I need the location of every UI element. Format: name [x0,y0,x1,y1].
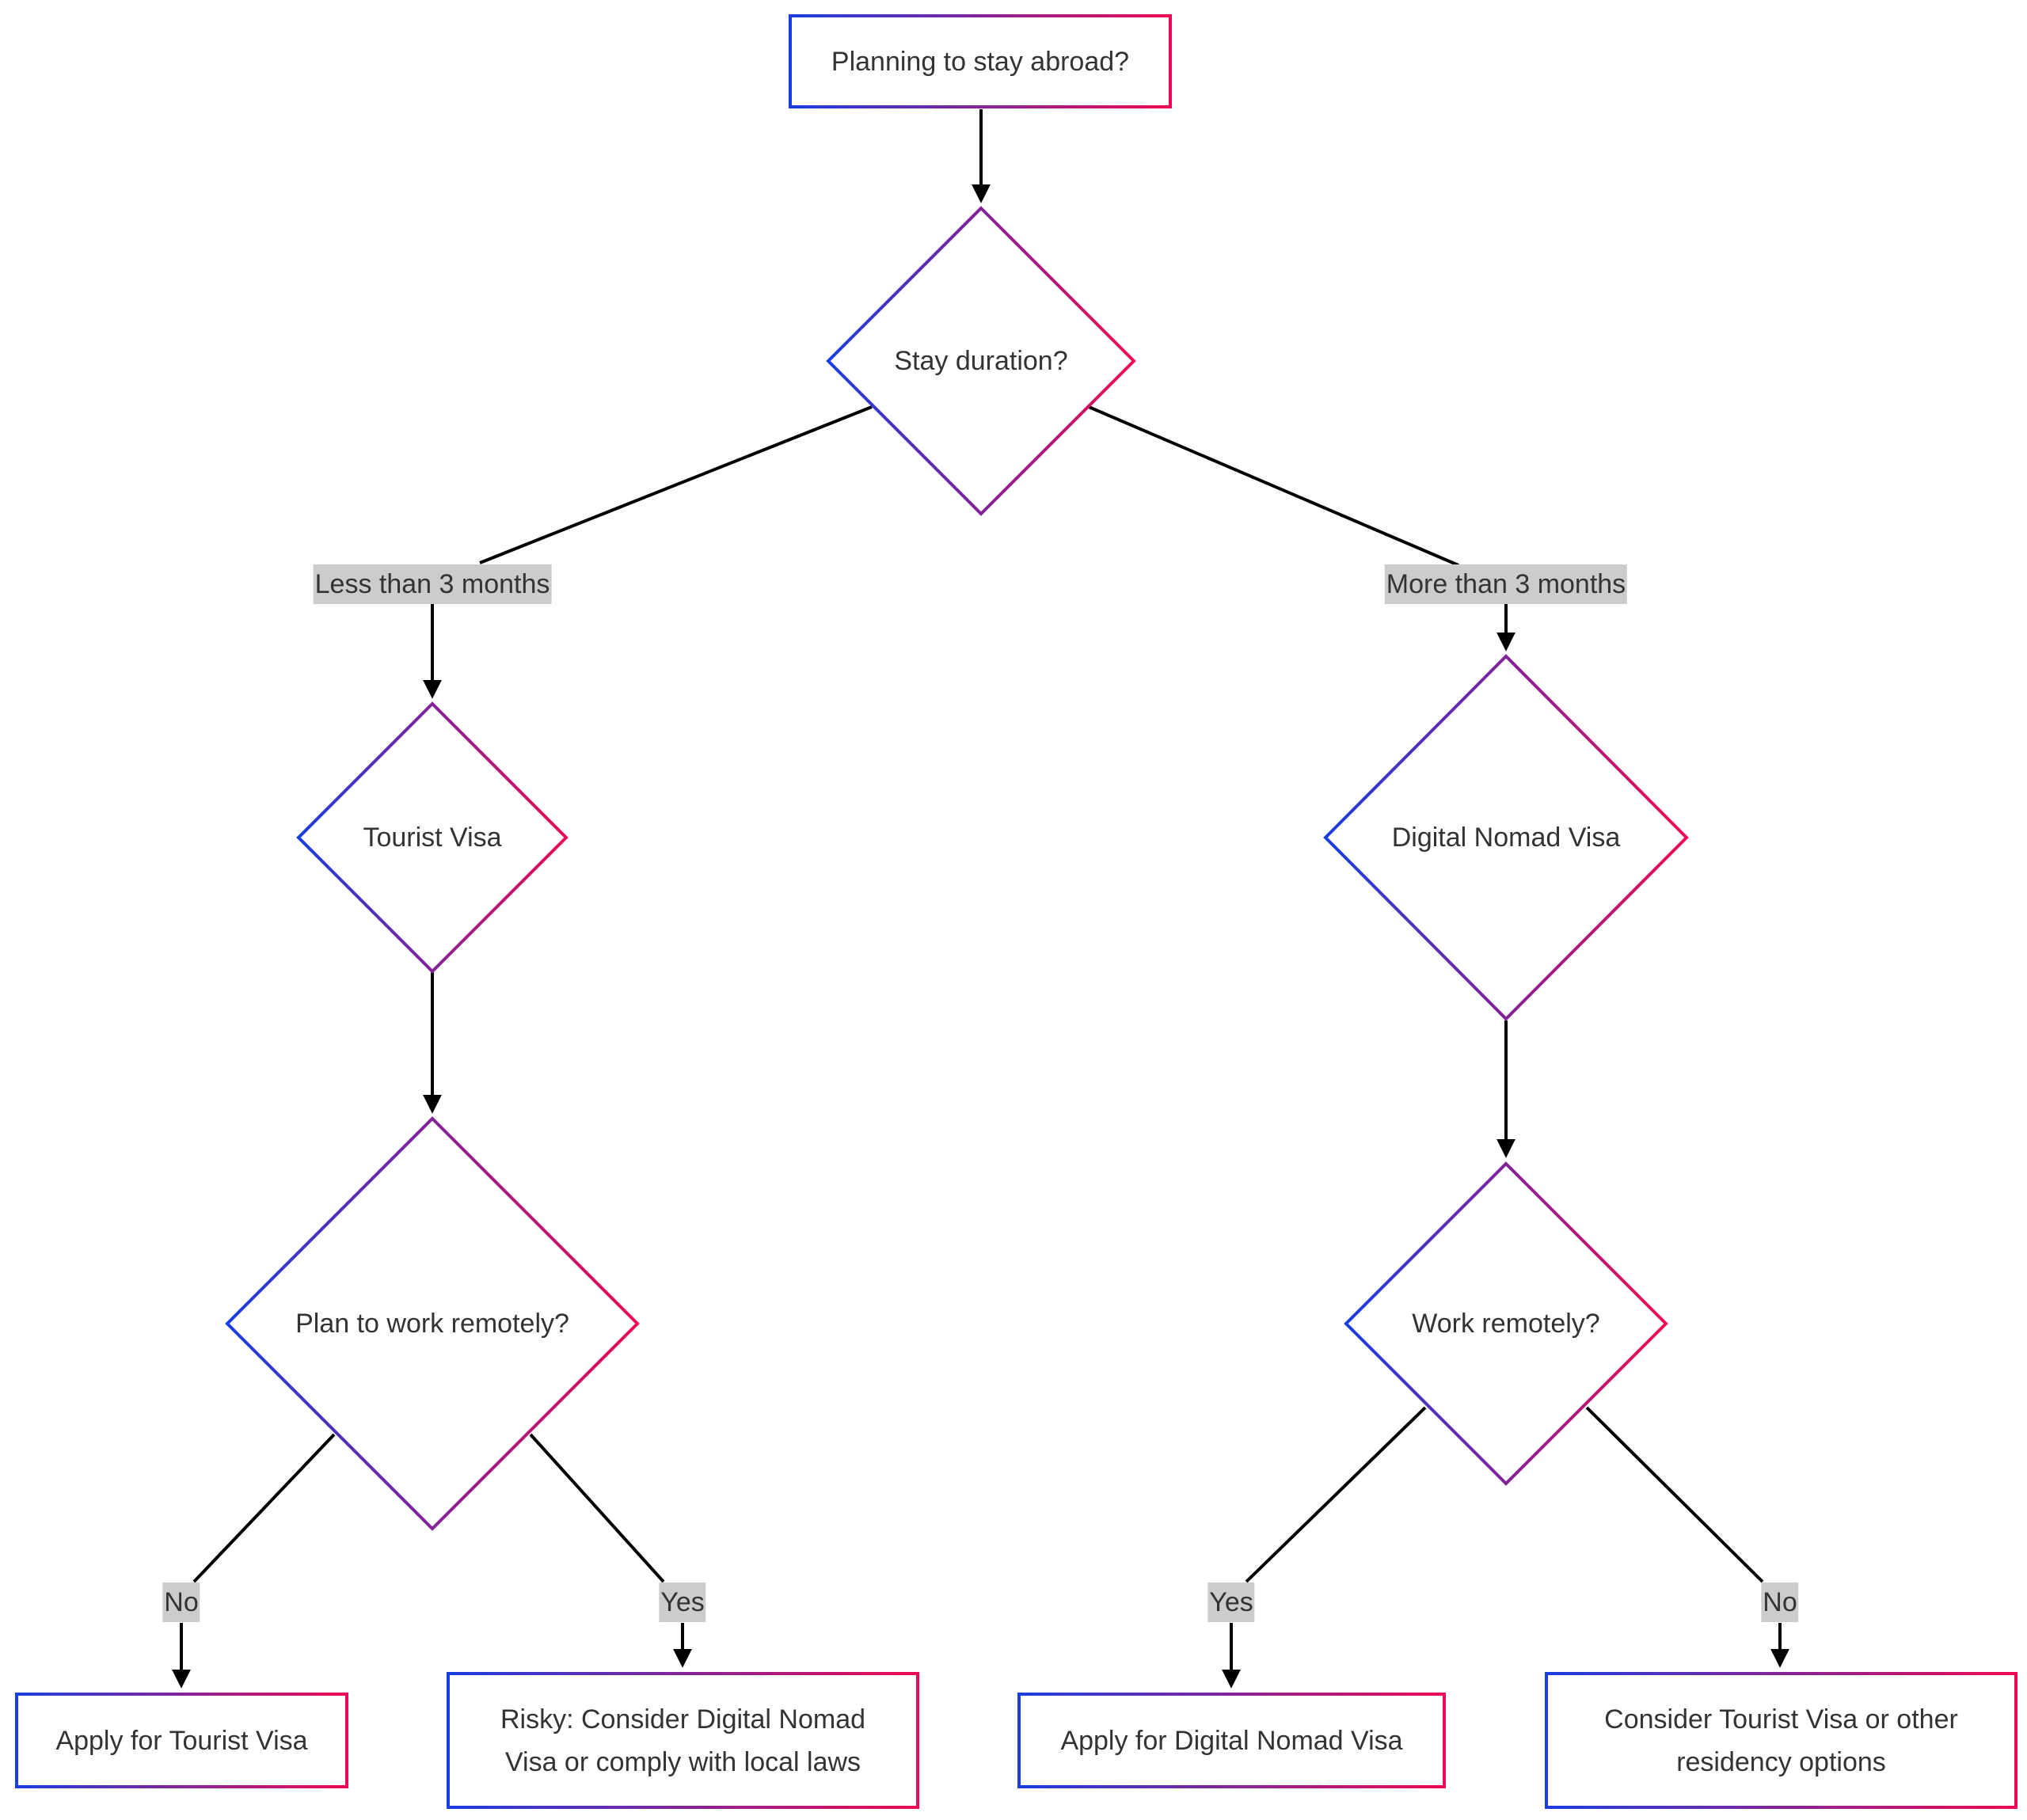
edge-label-left-yes: Yes [659,1583,706,1622]
node-tourist-visa-diamond [296,701,569,974]
nodes [15,14,2017,1809]
edge-label-left-no: No [162,1583,200,1622]
node-tourist-visa-label: Tourist Visa [363,823,502,853]
node-apply-nomad-box [1017,1693,1446,1788]
edge-plan-to-no-label [192,1433,336,1583]
node-apply-tourist-label: Apply for Tourist Visa [55,1725,308,1756]
node-start-label: Planning to stay abroad? [831,46,1130,77]
node-nomad-visa-label: Digital Nomad Visa [1391,823,1621,853]
edges [172,109,1789,1689]
edge-work-to-no-label [1585,1406,1764,1583]
node-consider-other-box [1545,1672,2017,1809]
node-nomad-visa-diamond [1323,654,1689,1021]
node-work-remote-diamond [1344,1161,1668,1486]
node-risky-label: Risky: Consider Digital Nomad Visa or co… [500,1704,866,1777]
node-apply-tourist-box [15,1693,348,1788]
edge-plan-to-yes-label [529,1433,665,1583]
edge-duration-to-less-label [479,405,873,564]
edge-label-right-yes: Yes [1207,1583,1255,1622]
node-risky-box [447,1672,919,1809]
edge-label-right-no: No [1761,1583,1799,1622]
node-plan-remote-label: Plan to work remotely? [295,1309,569,1339]
edge-label-less-than-3: Less than 3 months [313,564,552,604]
node-start-box [789,14,1172,108]
node-work-remote-label: Work remotely? [1412,1309,1600,1339]
node-duration-diamond [826,206,1136,516]
edge-work-to-yes-label [1245,1406,1427,1583]
node-consider-other-label: Consider Tourist Visa or other residency… [1604,1704,1958,1777]
node-plan-remote-diamond [225,1116,640,1531]
node-duration-label: Stay duration? [894,346,1068,376]
node-apply-nomad-label: Apply for Digital Nomad Visa [1060,1725,1403,1756]
edge-duration-to-more-label [1088,405,1459,567]
edge-label-more-than-3: More than 3 months [1384,564,1628,604]
